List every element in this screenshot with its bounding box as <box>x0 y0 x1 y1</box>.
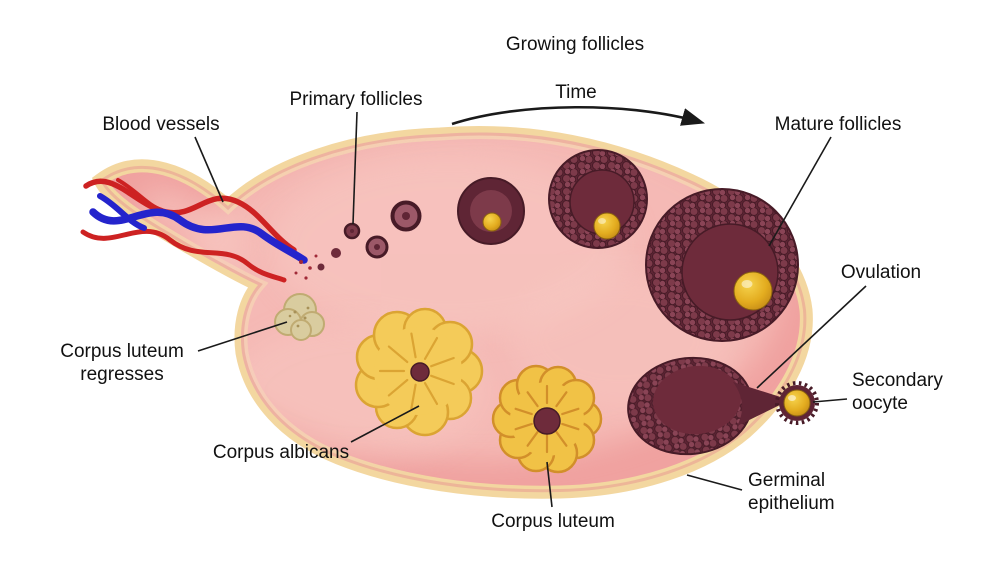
label-secondary-oocyte: Secondary oocyte <box>852 370 943 415</box>
growing-follicle-medium <box>548 149 648 249</box>
leader-line-mature-follicles <box>768 136 832 247</box>
label-corpus-luteum-regresses: Corpus luteum regresses <box>60 341 184 386</box>
leader-line-germinal-epithelium <box>686 474 743 491</box>
label-blood-vessels: Blood vessels <box>102 114 220 135</box>
ovulation-illustration <box>627 356 790 456</box>
growing-follicle-small <box>457 177 525 245</box>
corpus-luteum-regressed-illustration <box>274 293 325 341</box>
leader-line-secondary-oocyte <box>812 398 848 403</box>
label-time: Time <box>555 82 597 103</box>
label-corpus-luteum: Corpus luteum <box>491 511 615 532</box>
label-ovulation: Ovulation <box>840 262 922 283</box>
corpus-albicans-illustration <box>354 307 484 437</box>
corpus-luteum-illustration <box>491 364 603 474</box>
leader-line-primary-follicles <box>352 111 358 225</box>
leader-line-corpus-albicans <box>350 405 420 443</box>
mature-follicle-illustration <box>645 188 799 342</box>
primary-follicles-illustration <box>317 200 422 271</box>
label-mature-follicles: Mature follicles <box>774 114 902 135</box>
leader-line-ovulation <box>756 285 867 389</box>
label-growing-follicles: Growing follicles <box>505 34 645 55</box>
time-arrow <box>451 105 706 126</box>
blood-vessels-illustration <box>80 178 318 283</box>
leader-line-corpus-luteum <box>546 461 553 508</box>
label-primary-follicles: Primary follicles <box>289 89 423 110</box>
leader-line-corpus-luteum-regresses <box>197 321 288 352</box>
secondary-oocyte-illustration <box>775 381 819 425</box>
leader-lines <box>194 111 867 508</box>
label-germinal-epithelium: Germinal epithelium <box>748 470 835 515</box>
label-corpus-albicans: Corpus albicans <box>212 442 350 463</box>
leader-line-blood-vessels <box>194 136 224 203</box>
